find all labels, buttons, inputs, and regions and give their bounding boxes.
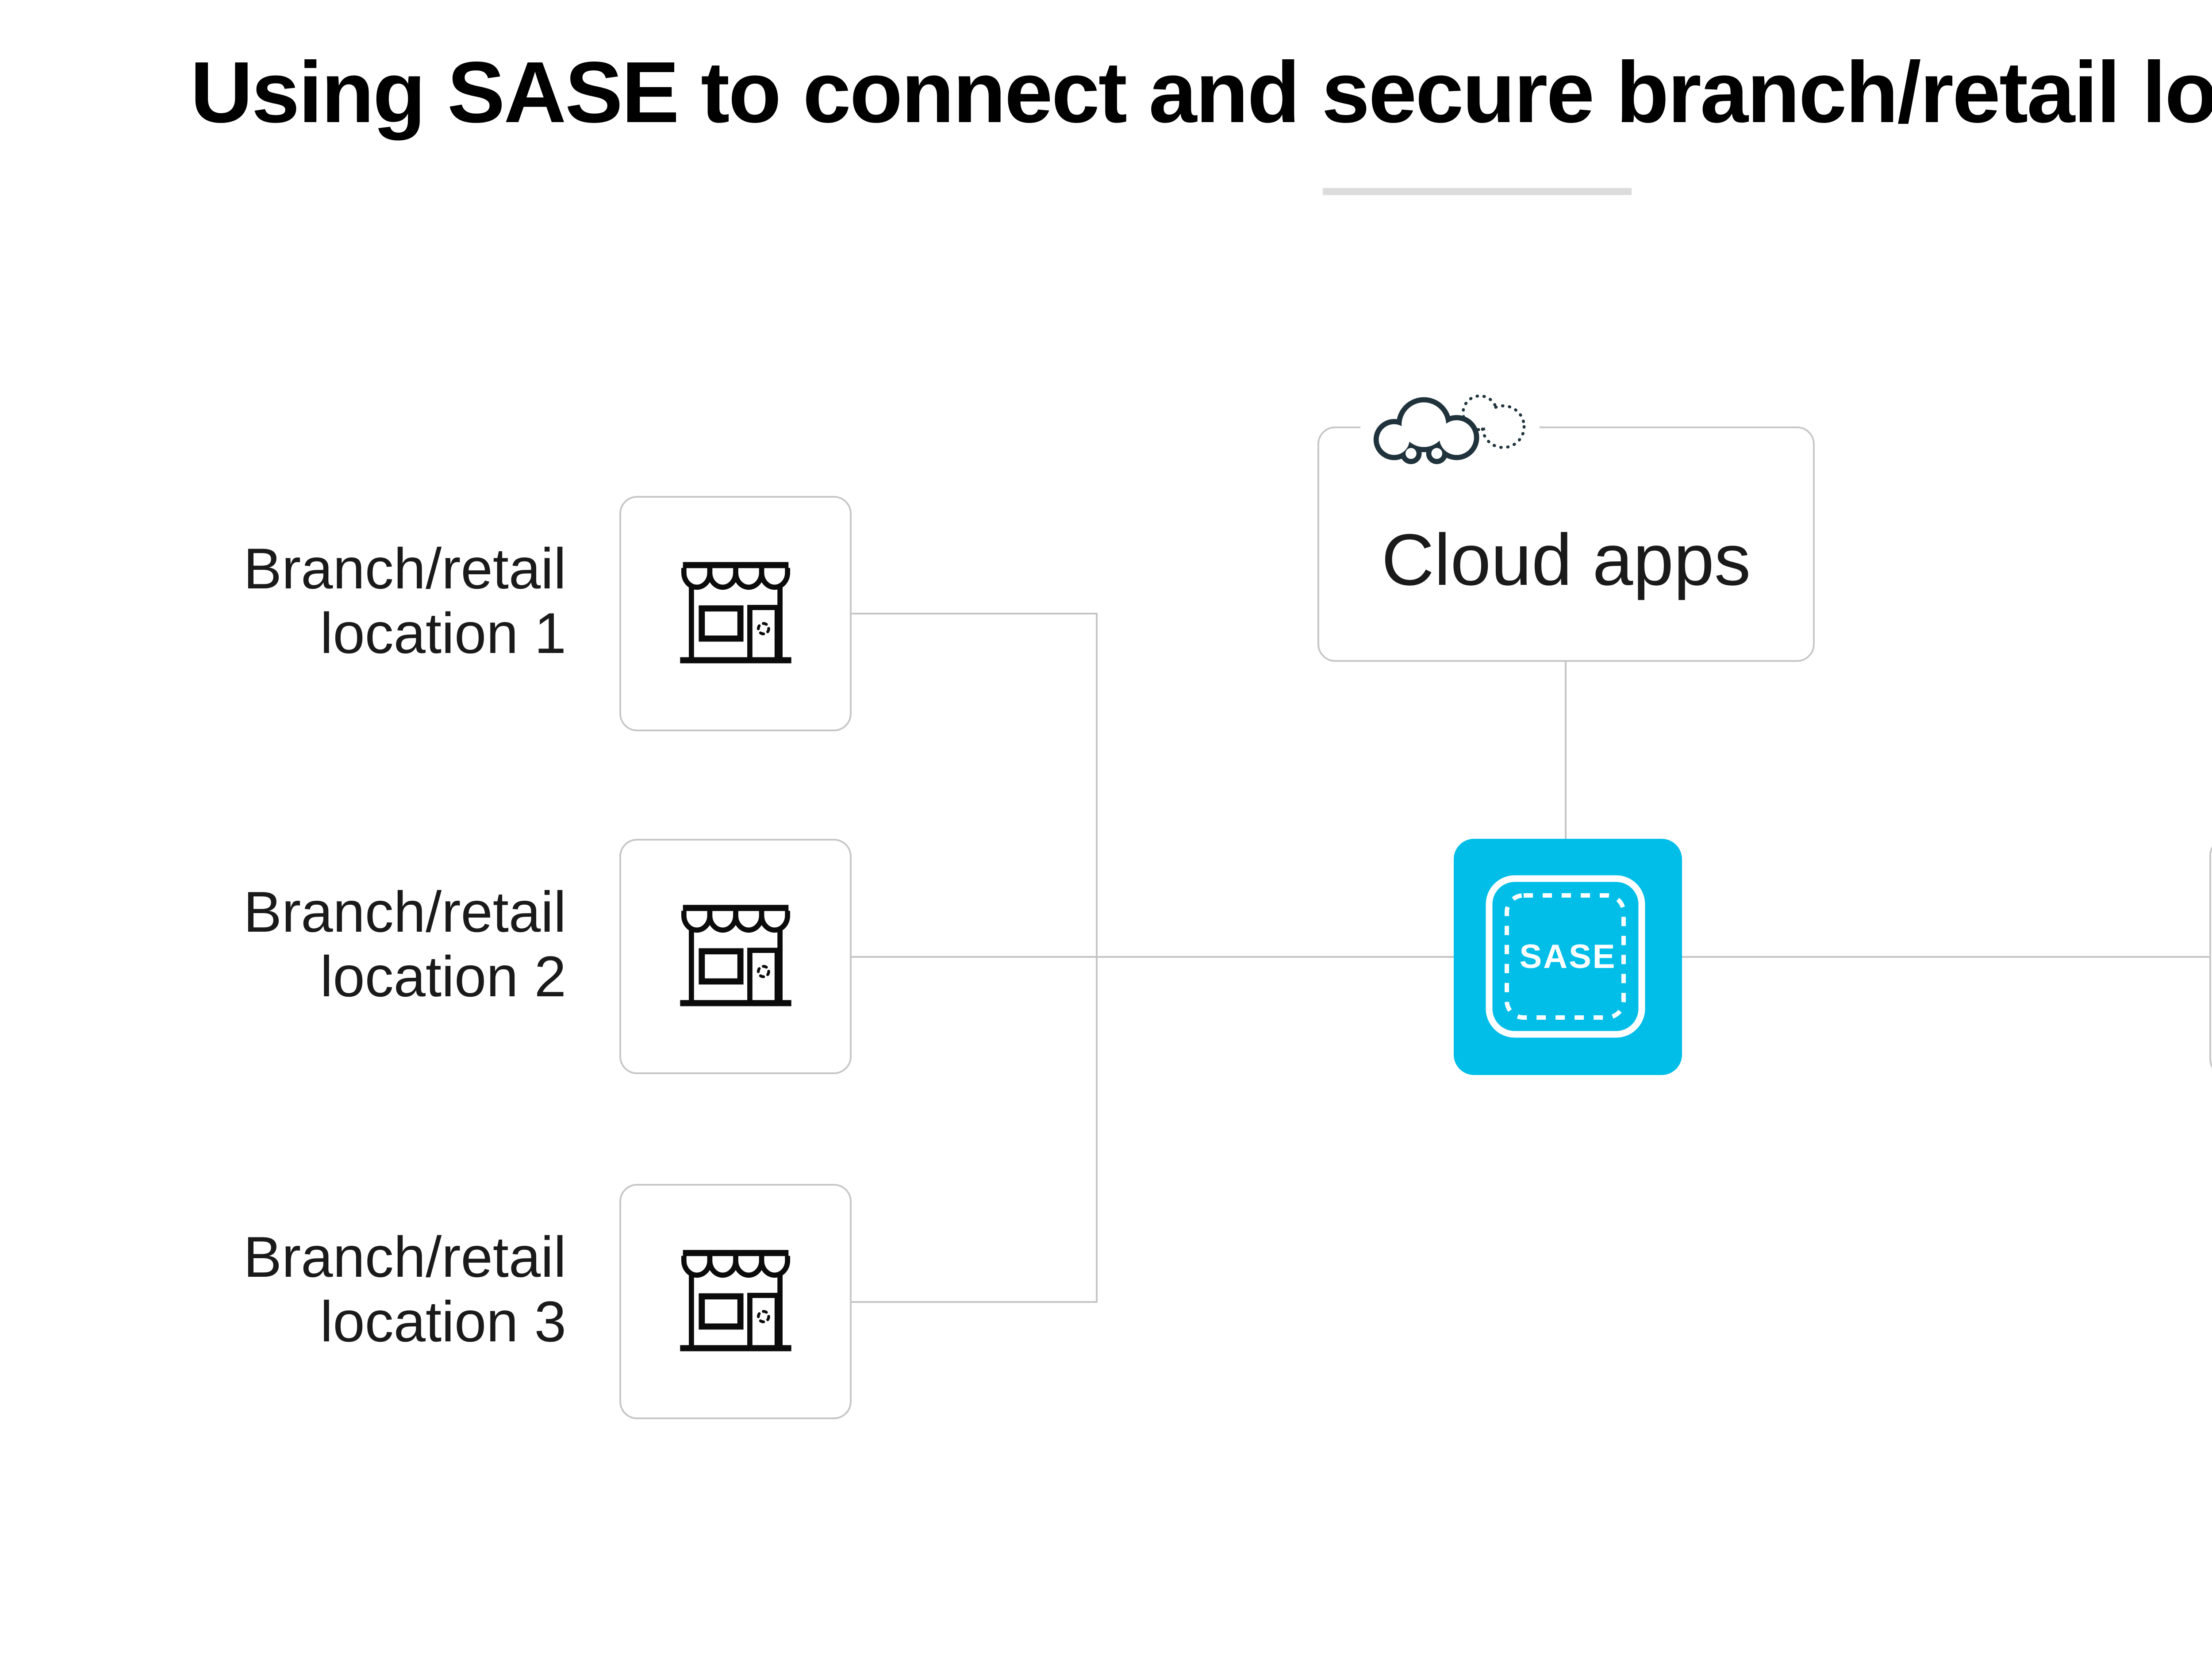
branch-box-1 [619,496,852,731]
connector-branch3-horizontal [850,1301,1097,1303]
connector-sase-to-datacenter [1681,956,2210,958]
page-title: Using SASE to connect and secure branch/… [190,44,2212,141]
branch-label-3-line2: location 3 [320,1289,567,1354]
branch-label-3: Branch/retail location 3 [168,1225,566,1354]
branch-box-2 [619,839,852,1074]
branch-label-2-line2: location 2 [320,944,567,1009]
branch-label-2: Branch/retail location 2 [168,879,566,1009]
branch-label-1: Branch/retail location 1 [168,536,566,665]
storefront-icon [680,562,791,664]
branch-box-3 [619,1184,852,1419]
storefront-icon [680,1250,791,1352]
branch-label-1-line2: location 1 [320,601,567,665]
connector-branch1-horizontal [850,613,1097,614]
branch-label-1-line1: Branch/retail [243,536,566,601]
title-divider [1323,188,1632,195]
sase-label: SASE [1519,938,1617,975]
dashed-square-icon [1486,875,1645,1038]
connector-trunk-vertical [1096,613,1098,1303]
storefront-icon [680,905,791,1006]
connector-cloud-to-sase [1565,661,1567,841]
branch-label-3-line1: Branch/retail [243,1225,566,1289]
branch-label-2-line1: Branch/retail [243,879,566,944]
cloud-icon-wrap [1360,387,1540,467]
sase-node: SASE [1454,839,1682,1075]
cloud-icon [1373,394,1525,465]
company-datacenter-box [2209,838,2212,1077]
connector-branch2-to-sase [850,956,1455,958]
cloud-apps-label: Cloud apps [1381,519,1751,600]
